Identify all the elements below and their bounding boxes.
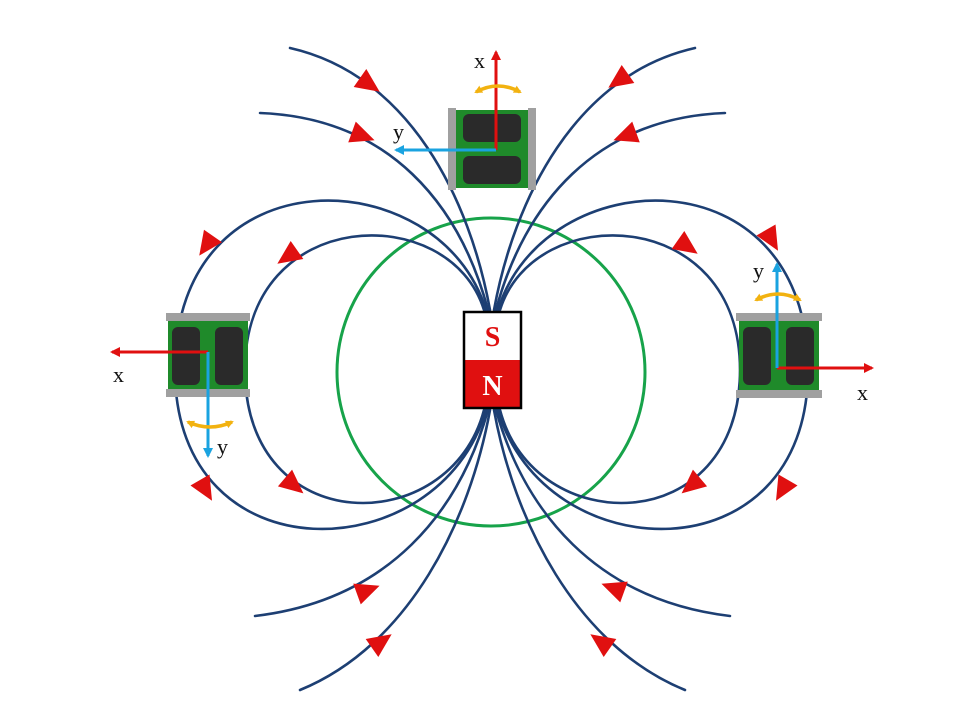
field-arrow-icon [608,64,635,88]
field-line-top-right-inner [494,111,727,312]
field-arrow-icon [681,469,708,494]
solar-panel [743,327,771,385]
field-line-right-inner [498,234,742,505]
field-line-left-inner [243,234,486,505]
y-axis-label: y [217,434,228,459]
field-arrow-icon [613,121,640,143]
magnet-north-pole [464,360,521,408]
satellite-left: x y [110,313,250,459]
field-line-bottom-right-inner [494,408,732,618]
bar-magnet: S N [462,310,523,410]
field-arrow-icon [590,634,617,658]
field-line-top-right-outer [492,46,697,312]
solar-panel [463,114,521,142]
magnet-outline [462,310,523,410]
field-line-bottom-right-outer [492,408,687,692]
field-arrow-icon [756,224,778,251]
x-axis-label: x [113,362,124,387]
solar-panel [172,327,200,385]
rotation-arrow-icon [754,292,802,302]
solar-panel [215,327,243,385]
x-axis-label: x [474,48,485,73]
field-arrow-icon [277,469,304,494]
field-arrow-icon [353,68,380,92]
rotation-arrow-icon [474,84,522,94]
satellite-right: x y [736,258,874,405]
magnet-south-pole [464,312,521,360]
field-arrow-icon [348,121,375,143]
field-direction-arrows [190,64,798,658]
field-arrow-icon [365,634,392,658]
field-arrow-icon [776,474,798,501]
field-arrow-icon [277,240,304,264]
solar-panel [463,156,521,184]
orbit-circle [335,216,647,528]
satellite-rail [736,313,822,321]
field-line-bottom-left-inner [253,408,490,618]
field-line-top-left-outer [288,46,492,312]
field-arrow-icon [671,230,698,254]
satellite-top: x y [393,48,536,190]
rotation-arrow-icon [186,420,234,429]
satellite-rail [736,390,822,398]
x-axis-label: x [857,380,868,405]
magnet-north-label: N [482,371,502,402]
satellite-rail [528,108,536,190]
field-line-bottom-left-outer [298,408,492,692]
satellite-rail [166,313,250,321]
solar-panel [786,327,814,385]
y-axis-label: y [393,119,404,144]
field-arrow-icon [190,474,212,501]
field-arrow-icon [353,583,380,605]
field-arrow-icon [199,229,223,256]
field-line-top-left-inner [258,111,490,312]
magnet-south-label: S [485,322,501,353]
y-axis-label: y [753,258,764,283]
field-arrow-icon [601,581,628,603]
